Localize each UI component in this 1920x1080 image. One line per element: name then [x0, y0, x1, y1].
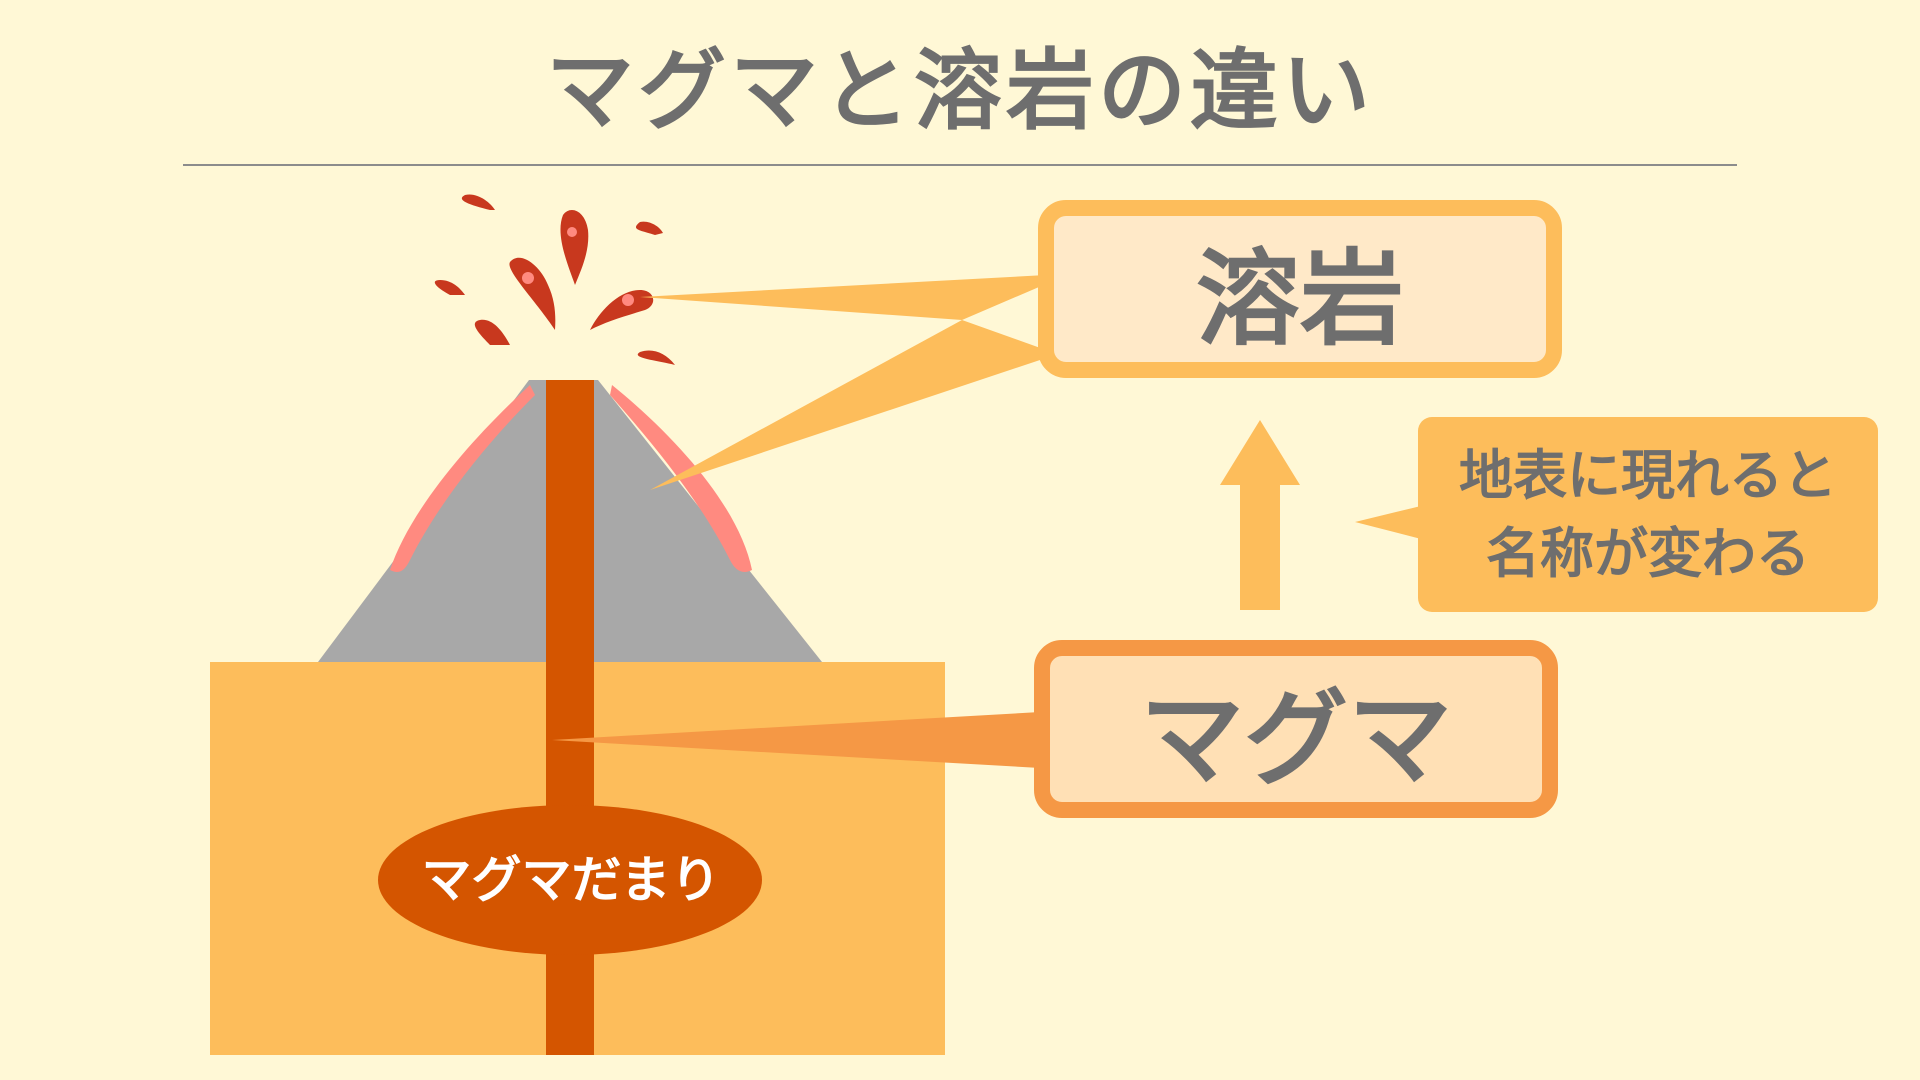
lava-label-box: 溶岩: [1038, 200, 1562, 378]
lava-drop: [637, 350, 675, 365]
up-arrow: [1220, 420, 1300, 610]
lava-drop: [434, 280, 465, 295]
lava-drop-highlight: [567, 227, 577, 237]
page-title: マグマと溶岩の違い: [545, 39, 1374, 142]
note-pointer: [1355, 505, 1425, 540]
magma-label: マグマ: [1139, 677, 1452, 800]
title-divider: [183, 164, 1737, 166]
lava-drop: [590, 290, 654, 330]
magma-chamber: [378, 805, 762, 955]
note-line-2: 名称が変わる: [1486, 521, 1810, 585]
note-line-1: 地表に現れると: [1459, 443, 1837, 507]
lava-drop: [635, 221, 663, 235]
lava-drop: [509, 257, 556, 330]
lava-droplets: [434, 194, 675, 365]
note-box: 地表に現れると 名称が変わる: [1418, 417, 1878, 612]
lava-drop-highlight: [622, 294, 634, 306]
magma-pointer: [552, 712, 1040, 768]
lava-pointer: [640, 275, 1046, 320]
lava-flow-left: [390, 385, 535, 572]
lava-label: 溶岩: [1195, 237, 1404, 360]
lava-drop: [461, 194, 495, 210]
magma-chamber-label: マグマだまり: [421, 851, 721, 909]
magma-label-box: マグマ: [1034, 640, 1558, 818]
lava-slope-pointer: [650, 320, 1046, 490]
lava-drop: [560, 210, 589, 285]
lava-drop: [474, 319, 510, 345]
lava-drop-highlight: [522, 272, 534, 284]
